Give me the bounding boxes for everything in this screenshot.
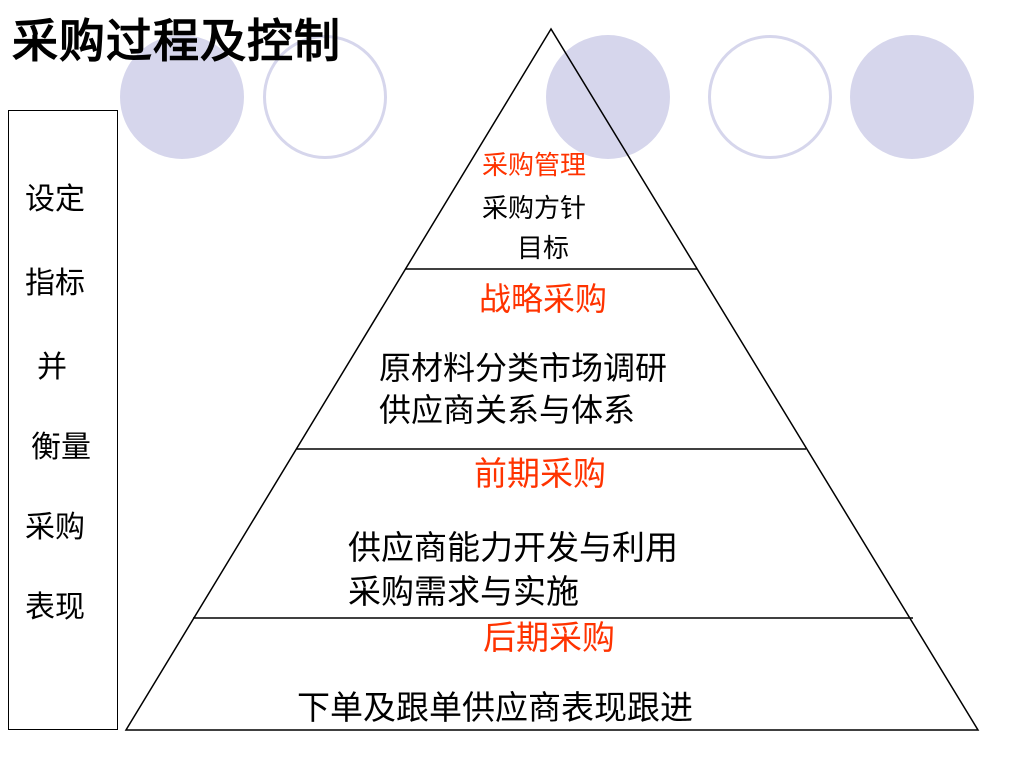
decor-ring-2 — [708, 35, 832, 159]
pyramid-outline — [124, 27, 980, 731]
side-text-line-5: 采购 — [25, 510, 85, 545]
decor-circle-3 — [850, 35, 974, 159]
side-text-line-2: 指标 — [25, 266, 85, 301]
slide-title: 采购过程及控制 — [12, 14, 341, 68]
side-panel: 设定 指标 并 衡量 采购 表现 — [8, 110, 118, 730]
level-3-heading: 前期采购 — [474, 454, 606, 493]
level-2-line-2: 供应商关系与体系 — [379, 391, 636, 429]
side-text-line-6: 表现 — [25, 590, 85, 625]
level-4-heading: 后期采购 — [483, 618, 615, 657]
level-2-heading: 战略采购 — [479, 280, 608, 318]
decor-circle-1 — [120, 35, 244, 159]
level-4-line-1: 下单及跟单供应商表现跟进 — [297, 688, 693, 727]
side-text-line-3: 并 — [37, 350, 67, 385]
side-text-line-1: 设定 — [25, 182, 85, 217]
decor-ring-1 — [263, 35, 387, 159]
level-3-line-2: 采购需求与实施 — [348, 572, 579, 611]
level-1-line-1: 采购方针 — [482, 194, 587, 224]
level-2-line-1: 原材料分类市场调研 — [379, 349, 668, 387]
level-1-line-2: 目标 — [517, 234, 570, 264]
level-1-heading: 采购管理 — [482, 151, 587, 181]
level-3-line-1: 供应商能力开发与利用 — [348, 528, 678, 567]
side-text-line-4: 衡量 — [31, 430, 91, 465]
